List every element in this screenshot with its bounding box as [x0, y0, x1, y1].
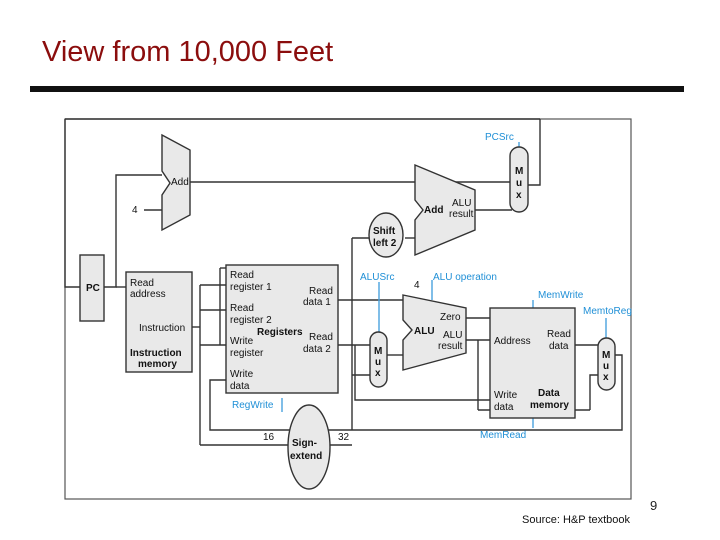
branch-adder-result-1: ALU [452, 198, 471, 209]
dm-write-data-2: data [494, 402, 514, 413]
pc-mux [509, 146, 529, 213]
control-wires [281, 142, 607, 428]
dm-name-2: memory [530, 400, 569, 411]
im-read-address-2: address [130, 289, 166, 300]
sign-extend-in-bits: 16 [263, 432, 275, 443]
alu-zero-label: Zero [440, 312, 461, 323]
memtoreg-label: MemtoReg [583, 306, 632, 317]
dm-read-data-1: Read [547, 329, 571, 340]
wb-mux-letter-m: M [602, 350, 610, 361]
source-note: Source: H&P textbook [522, 514, 631, 526]
instruction-memory [125, 271, 193, 373]
regwrite-label: RegWrite [232, 400, 274, 411]
branch-adder-result-2: result [449, 209, 474, 220]
pc-register [79, 254, 105, 322]
data-wires [64, 118, 623, 446]
title-divider [30, 86, 684, 92]
alusrc-mux-letter-u: u [375, 357, 381, 368]
page-number: 9 [650, 498, 658, 513]
dm-name-1: Data [538, 388, 560, 399]
pc-mux-letter-u: u [516, 178, 522, 189]
pc-label: PC [86, 283, 100, 294]
sign-extend-label-2: extend [290, 451, 322, 462]
reg-read-data1-1: Read [309, 286, 333, 297]
dm-write-data-1: Write [494, 390, 518, 401]
shift-left-2 [368, 212, 404, 258]
alusrc-label: ALUSrc [360, 272, 394, 283]
reg-read-data2-2: data 2 [303, 344, 331, 355]
shift-label-1: Shift [373, 226, 396, 237]
alu-result-1: ALU [443, 330, 462, 341]
im-name-1: Instruction [130, 348, 182, 359]
registers-name: Registers [257, 327, 303, 338]
pc-mux-letter-x: x [516, 190, 522, 201]
alusrc-mux [369, 331, 388, 388]
reg-read-reg1-2: register 1 [230, 282, 272, 293]
reg-write-reg-1: Write [230, 336, 254, 347]
reg-read-data1-2: data 1 [303, 297, 331, 308]
branch-adder-label: Add [424, 205, 443, 216]
const-four-label: 4 [132, 205, 138, 216]
pcsrc-label: PCSrc [485, 132, 514, 143]
wb-mux-letter-u: u [603, 361, 609, 372]
alusrc-mux-letter-m: M [374, 346, 382, 357]
sign-extend-label-1: Sign- [292, 438, 317, 449]
alusrc-mux-letter-x: x [375, 368, 381, 379]
pc-adder [161, 133, 191, 232]
sign-extend-out-bits: 32 [338, 432, 350, 443]
data-memory [489, 307, 576, 419]
memread-label: MemRead [480, 430, 526, 441]
shift-label-2: left 2 [373, 238, 397, 249]
reg-write-data-2: data [230, 381, 250, 392]
register-file [225, 264, 339, 394]
wb-mux-letter-x: x [603, 372, 609, 383]
dm-read-data-2: data [549, 341, 569, 352]
reg-read-reg2-2: register 2 [230, 315, 272, 326]
reg-read-data2-1: Read [309, 332, 333, 343]
memtoreg-mux [597, 337, 616, 391]
reg-read-reg2-1: Read [230, 303, 254, 314]
branch-adder [414, 163, 476, 257]
alu [402, 294, 467, 371]
im-name-2: memory [138, 359, 177, 370]
slide-title: View from 10,000 Feet [42, 36, 334, 68]
im-read-address-1: Read [130, 278, 154, 289]
sign-extend [287, 404, 331, 490]
pc-adder-label: Add [171, 177, 189, 188]
pc-mux-letter-m: M [515, 166, 523, 177]
memwrite-label: MemWrite [538, 290, 584, 301]
alu-operation-label: ALU operation [433, 272, 497, 283]
reg-write-data-1: Write [230, 369, 254, 380]
im-instruction-label: Instruction [139, 323, 185, 334]
dm-address-label: Address [494, 336, 531, 347]
alu-result-2: result [438, 341, 463, 352]
reg-write-reg-2: register [230, 348, 264, 359]
reg-read-reg1-1: Read [230, 270, 254, 281]
alu-op-bits-label: 4 [414, 280, 420, 291]
alu-name: ALU [414, 326, 435, 337]
